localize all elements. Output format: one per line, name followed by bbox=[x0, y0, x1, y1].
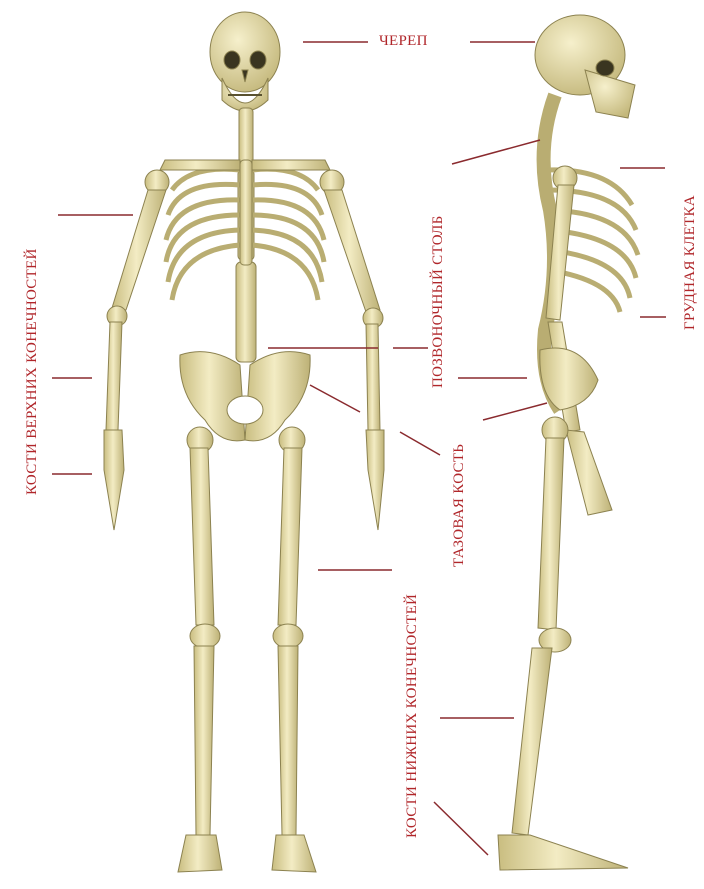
label-chest: ГРУДНАЯ КЛЕТКА bbox=[683, 195, 698, 330]
front-arm-right bbox=[320, 170, 384, 530]
front-clavicle-left bbox=[160, 160, 240, 170]
front-leg-right bbox=[272, 427, 316, 872]
pelvis-line-3 bbox=[483, 403, 547, 420]
label-skull: ЧЕРЕП bbox=[379, 34, 428, 49]
front-arm-left bbox=[104, 170, 169, 530]
label-spine: ПОЗВОНОЧНЫЙ СТОЛБ bbox=[431, 216, 446, 389]
lower-line-3 bbox=[434, 802, 488, 855]
front-clavicle-right bbox=[252, 160, 330, 170]
label-lower-limbs: КОСТИ НИЖНИХ КОНЕЧНОСТЕЙ bbox=[405, 594, 420, 838]
side-leg bbox=[498, 417, 628, 870]
label-upper-limbs: КОСТИ ВЕРХНИХ КОНЕЧНОСТЕЙ bbox=[25, 248, 40, 495]
pelvis-line-1 bbox=[310, 385, 360, 412]
front-skull bbox=[210, 12, 280, 111]
front-sternum bbox=[240, 160, 252, 265]
side-skeleton bbox=[498, 15, 638, 870]
front-leg-left bbox=[178, 427, 222, 872]
pelvis-line-2 bbox=[400, 432, 440, 455]
spine-line-side bbox=[452, 140, 540, 164]
label-pelvis: ТАЗОВАЯ КОСТЬ bbox=[452, 444, 467, 567]
front-skeleton bbox=[104, 12, 384, 872]
